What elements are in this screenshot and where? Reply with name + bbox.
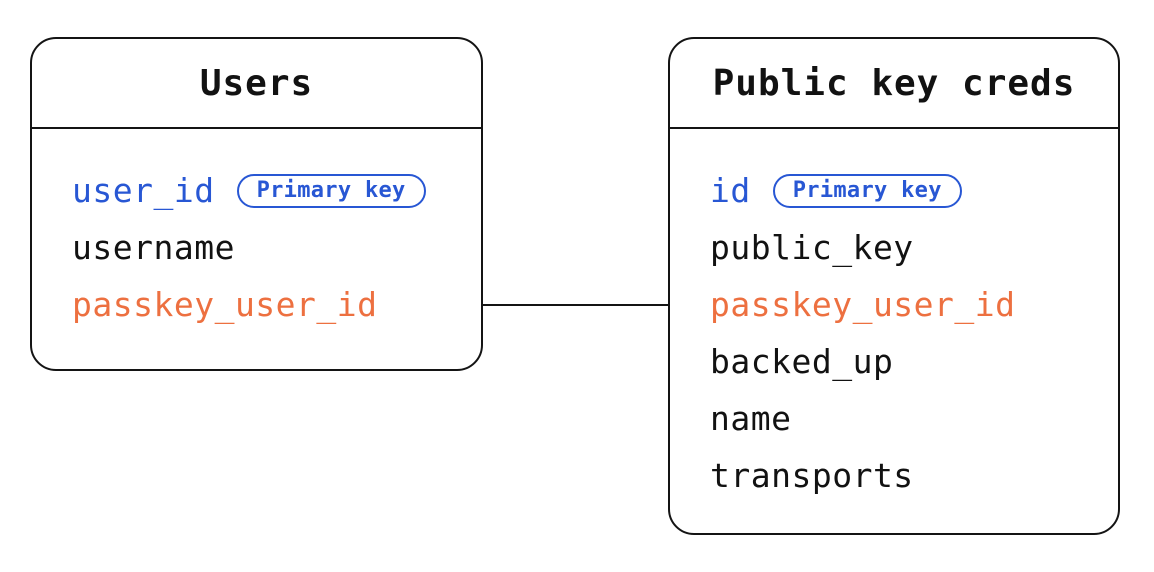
entity-public-key-creds-fields: id Primary key public_key passkey_user_i…: [670, 129, 1118, 504]
primary-key-badge: Primary key: [236, 173, 426, 208]
field-label-user-id: user_id: [72, 171, 215, 210]
entity-users: Users user_id Primary key username passk…: [30, 37, 483, 371]
field-row-username: username: [72, 219, 481, 276]
field-row-backed-up: backed_up: [710, 333, 1118, 390]
relationship-line-passkey-user-id: [483, 304, 668, 306]
entity-users-title: Users: [32, 39, 481, 129]
field-row-passkey-user-id: passkey_user_id: [72, 276, 481, 333]
entity-public-key-creds-title: Public key creds: [670, 39, 1118, 129]
field-label-passkey-user-id: passkey_user_id: [710, 285, 1016, 324]
entity-public-key-creds: Public key creds id Primary key public_k…: [668, 37, 1120, 535]
field-label-id: id: [710, 171, 751, 210]
field-row-name: name: [710, 390, 1118, 447]
entity-users-fields: user_id Primary key username passkey_use…: [32, 129, 481, 333]
field-row-public-key: public_key: [710, 219, 1118, 276]
field-label-backed-up: backed_up: [710, 342, 894, 381]
primary-key-badge: Primary key: [772, 173, 962, 208]
field-label-name: name: [710, 399, 792, 438]
field-label-transports: transports: [710, 456, 914, 495]
field-label-passkey-user-id: passkey_user_id: [72, 285, 378, 324]
field-row-passkey-user-id: passkey_user_id: [710, 276, 1118, 333]
field-label-username: username: [72, 228, 235, 267]
field-row-id: id Primary key: [710, 162, 1118, 219]
field-label-public-key: public_key: [710, 228, 914, 267]
field-row-transports: transports: [710, 447, 1118, 504]
field-row-user-id: user_id Primary key: [72, 162, 481, 219]
